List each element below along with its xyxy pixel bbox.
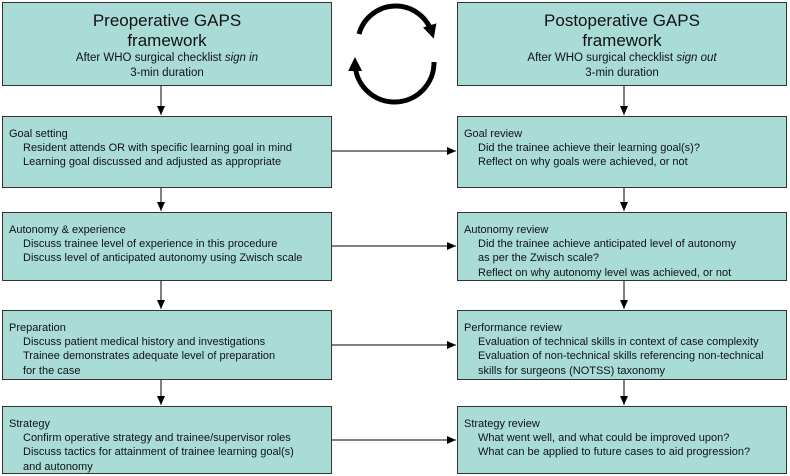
goal-review-line: Reflect on why goals were achieved, or n… xyxy=(478,156,688,169)
autonomy-experience-title: Autonomy & experience xyxy=(9,224,126,236)
goal-setting-box: Goal setting Resident attends OR with sp… xyxy=(2,116,332,188)
postop-title-line1: Postoperative GAPS xyxy=(544,11,700,30)
postop-title-line2: framework xyxy=(582,31,662,50)
strategy-line: Discuss tactics for attainment of traine… xyxy=(23,446,294,459)
preparation-title: Preparation xyxy=(9,322,66,334)
postop-header-box: Postoperative GAPS framework After WHO s… xyxy=(457,2,787,86)
strategy-review-line: What went well, and what could be improv… xyxy=(478,432,730,445)
goal-review-title: Goal review xyxy=(464,128,523,140)
preparation-line: Discuss patient medical history and inve… xyxy=(23,336,266,349)
preop-title-line1: Preoperative GAPS xyxy=(92,11,242,30)
goal-setting-title: Goal setting xyxy=(9,128,68,140)
autonomy-experience-box: Autonomy & experience Discuss trainee le… xyxy=(2,212,332,281)
performance-review-title: Performance review xyxy=(464,322,562,334)
strategy-title: Strategy xyxy=(9,418,50,430)
preparation-box: Preparation Discuss patient medical hist… xyxy=(2,310,332,380)
strategy-review-line: What can be applied to future cases to a… xyxy=(478,446,751,459)
autonomy-review-line: Reflect on why autonomy level was achiev… xyxy=(478,266,732,279)
autonomy-review-line: as per the Zwisch scale? xyxy=(478,252,600,265)
autonomy-review-box: Autonomy review Did the trainee achieve … xyxy=(457,212,787,281)
performance-review-line: skills for surgeons (NOTSS) taxonomy xyxy=(478,364,666,377)
preop-subtitle-emphasis: sign in xyxy=(224,52,259,64)
strategy-review-title: Strategy review xyxy=(464,418,540,430)
goal-setting-line: Resident attends OR with specific learni… xyxy=(23,142,293,155)
autonomy-review-line: Did the trainee achieve anticipated leve… xyxy=(478,238,737,251)
autonomy-experience-line: Discuss trainee level of experience in t… xyxy=(23,238,278,251)
preop-subtitle-prefix: After WHO surgical checklist xyxy=(75,52,225,64)
preop-subtitle: After WHO surgical checklist sign in xyxy=(3,51,331,66)
preop-duration: 3-min duration xyxy=(130,67,204,79)
postop-subtitle-emphasis: sign out xyxy=(676,52,717,64)
postop-subtitle: After WHO surgical checklist sign out xyxy=(458,51,786,66)
preop-title-line2: framework xyxy=(127,31,207,50)
goal-review-box: Goal review Did the trainee achieve thei… xyxy=(457,116,787,188)
preparation-line: for the case xyxy=(23,364,81,377)
autonomy-experience-line: Discuss level of anticipated autonomy us… xyxy=(23,252,303,265)
preop-header-box: Preoperative GAPS framework After WHO su… xyxy=(2,2,332,86)
performance-review-line: Evaluation of non-technical skills refer… xyxy=(478,350,764,363)
strategy-review-box: Strategy review What went well, and what… xyxy=(457,406,787,474)
strategy-line: and autonomy xyxy=(23,460,93,473)
circular-arrows-icon xyxy=(348,3,437,105)
autonomy-review-title: Autonomy review xyxy=(464,224,549,236)
strategy-line: Confirm operative strategy and trainee/s… xyxy=(23,432,291,445)
goal-setting-line: Learning goal discussed and adjusted as … xyxy=(23,156,282,169)
postop-duration: 3-min duration xyxy=(585,67,659,79)
postop-subtitle-prefix: After WHO surgical checklist xyxy=(527,52,677,64)
performance-review-line: Evaluation of technical skills in contex… xyxy=(478,336,759,349)
preparation-line: Trainee demonstrates adequate level of p… xyxy=(23,350,276,363)
strategy-box: Strategy Confirm operative strategy and … xyxy=(2,406,332,474)
performance-review-box: Performance review Evaluation of technic… xyxy=(457,310,787,380)
goal-review-line: Did the trainee achieve their learning g… xyxy=(478,142,700,155)
